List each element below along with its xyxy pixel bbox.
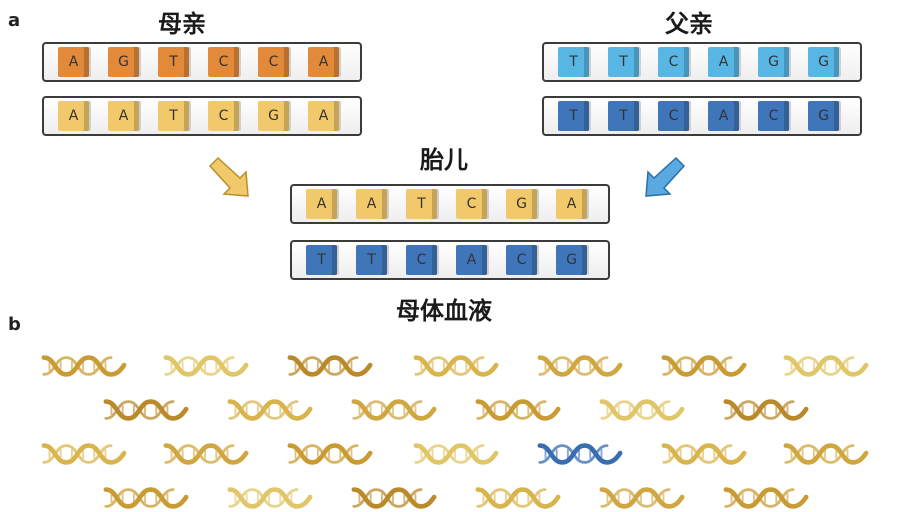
maternal-dna-helix-icon: [416, 446, 496, 463]
base-cell: C: [258, 47, 289, 77]
base-cell: T: [558, 47, 589, 77]
maternal-dna-helix-icon: [44, 446, 124, 463]
base-cell: G: [556, 245, 587, 275]
base-cell: C: [658, 101, 689, 131]
maternal-dna-helix-icon: [726, 490, 806, 507]
father-title: 父亲: [665, 10, 713, 38]
base-cell: G: [258, 101, 289, 131]
base-cell: A: [308, 47, 339, 77]
base-cell: A: [708, 101, 739, 131]
base-cell: C: [208, 101, 239, 131]
base-cell: G: [808, 101, 839, 131]
maternal-dna-helix-icon: [290, 358, 370, 375]
arrow-down-left-shape: [645, 156, 686, 197]
maternal-dna-helix-icon: [786, 358, 866, 375]
base-cell: A: [556, 189, 587, 219]
base-cell: T: [356, 245, 387, 275]
maternal-blood-title: 母体血液: [396, 297, 492, 325]
arrow-down-right-icon: [208, 156, 249, 197]
base-cell: T: [158, 47, 189, 77]
maternal-dna-helix-icon: [602, 402, 682, 419]
base-cell: A: [708, 47, 739, 77]
panel-b-label: b: [8, 314, 21, 335]
base-cell: A: [308, 101, 339, 131]
maternal-dna-helix-icon: [416, 358, 496, 375]
maternal-dna-helix-icon: [290, 446, 370, 463]
mother-title: 母亲: [158, 10, 206, 38]
arrow-down-right-shape: [208, 156, 249, 197]
maternal-dna-helix-icon: [44, 358, 124, 375]
base-cell: A: [456, 245, 487, 275]
base-cell: G: [108, 47, 139, 77]
arrow-down-left-icon: [645, 156, 686, 197]
maternal-dna-helix-icon: [230, 490, 310, 507]
maternal-dna-helix-icon: [106, 402, 186, 419]
maternal-dna-helix-icon: [664, 446, 744, 463]
fetus-title: 胎儿: [420, 146, 468, 174]
maternal-dna-helix-icon: [478, 490, 558, 507]
base-cell: T: [608, 47, 639, 77]
panel-a-label: a: [8, 10, 21, 31]
base-cell: G: [506, 189, 537, 219]
maternal-dna-helix-icon: [106, 490, 186, 507]
base-cell: A: [306, 189, 337, 219]
maternal-dna-helix-icon: [478, 402, 558, 419]
base-cell: C: [406, 245, 437, 275]
base-cell: G: [758, 47, 789, 77]
helix-layer: [44, 358, 866, 507]
base-cell: C: [658, 47, 689, 77]
maternal-dna-helix-icon: [540, 358, 620, 375]
maternal-dna-helix-icon: [664, 358, 744, 375]
maternal-dna-helix-icon: [354, 402, 434, 419]
maternal-dna-helix-icon: [166, 446, 246, 463]
maternal-dna-helix-icon: [166, 358, 246, 375]
base-cell: C: [208, 47, 239, 77]
fetal-dna-helix-icon: [540, 446, 620, 463]
maternal-dna-helix-icon: [354, 490, 434, 507]
maternal-dna-helix-icon: [602, 490, 682, 507]
base-cell: A: [108, 101, 139, 131]
base-cell: C: [758, 101, 789, 131]
maternal-dna-helix-icon: [726, 402, 806, 419]
base-cell: T: [608, 101, 639, 131]
base-cell: T: [558, 101, 589, 131]
base-cell: T: [158, 101, 189, 131]
base-cell: A: [58, 47, 89, 77]
maternal-dna-helix-icon: [230, 402, 310, 419]
base-cell: T: [306, 245, 337, 275]
base-cell: G: [808, 47, 839, 77]
base-cell: T: [406, 189, 437, 219]
base-cell: C: [506, 245, 537, 275]
base-cell: A: [356, 189, 387, 219]
maternal-dna-helix-icon: [786, 446, 866, 463]
base-cell: A: [58, 101, 89, 131]
base-cell: C: [456, 189, 487, 219]
